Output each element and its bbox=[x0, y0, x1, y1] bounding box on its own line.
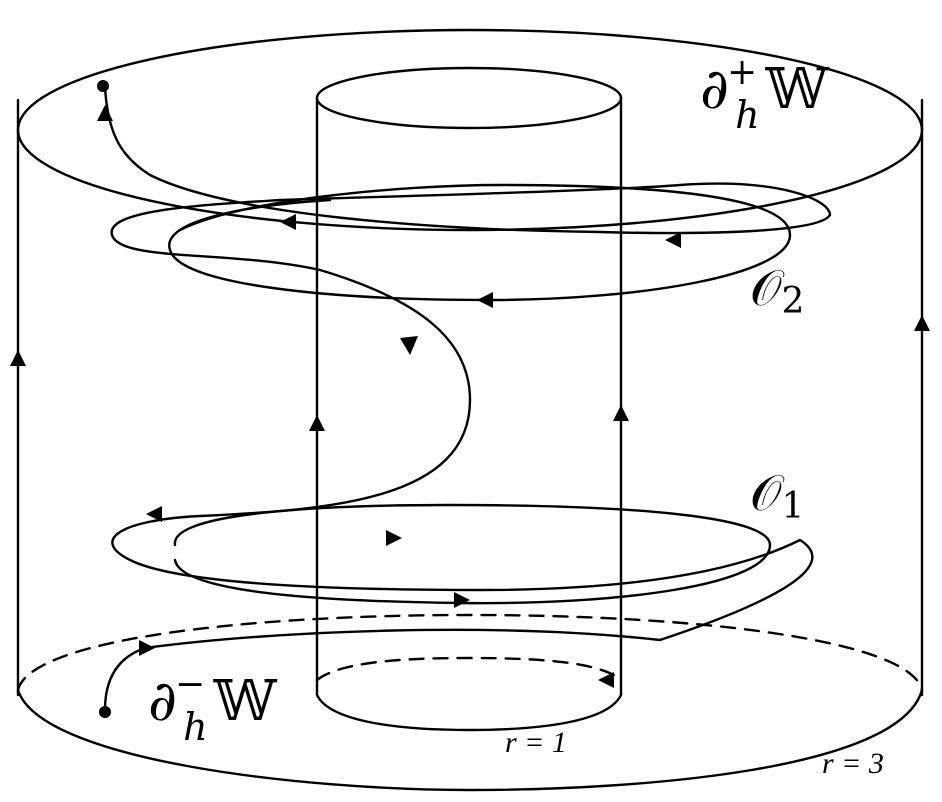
outer-radius-label: r = 3 bbox=[822, 747, 884, 780]
arrow-down-mid bbox=[400, 336, 418, 355]
orbit-o1-curve bbox=[173, 503, 772, 605]
outer-cylinder bbox=[16, 28, 924, 792]
flow-arrows bbox=[10, 105, 930, 688]
trajectory-start-dot bbox=[99, 706, 111, 718]
arrow-up-outer-left bbox=[10, 350, 26, 366]
arrow-up-top-start bbox=[97, 105, 113, 121]
trajectory-end-dot bbox=[97, 80, 109, 92]
arrow-right-lower-2 bbox=[454, 592, 470, 608]
inner-top-ellipse bbox=[315, 66, 623, 130]
arrow-left-o1 bbox=[146, 506, 162, 522]
orbit-o2-curve bbox=[168, 183, 792, 302]
arrow-up-inner-right bbox=[613, 405, 629, 421]
arrow-up-inner-left bbox=[309, 415, 325, 431]
orbit-o2-label: 𝒪2 bbox=[750, 259, 804, 322]
inner-bottom-back-arc bbox=[315, 656, 623, 682]
arrow-right-bottom-start bbox=[139, 640, 155, 656]
arrow-left-upper-1 bbox=[280, 214, 296, 230]
arrow-left-bottom bbox=[598, 672, 614, 688]
outer-bottom-back-arc bbox=[16, 613, 924, 692]
arrow-left-upper-2 bbox=[665, 232, 681, 248]
outer-bottom-front-arc bbox=[16, 688, 924, 792]
inner-radius-label: r = 1 bbox=[505, 726, 567, 759]
orbit-o1-label: 𝒪1 bbox=[750, 464, 804, 527]
arrow-up-outer-right bbox=[914, 315, 930, 331]
inner-bottom-front-arc bbox=[315, 693, 623, 732]
arrow-right-lower-1 bbox=[386, 530, 402, 546]
arrow-left-o2 bbox=[477, 292, 493, 308]
main-trajectory bbox=[103, 86, 832, 712]
